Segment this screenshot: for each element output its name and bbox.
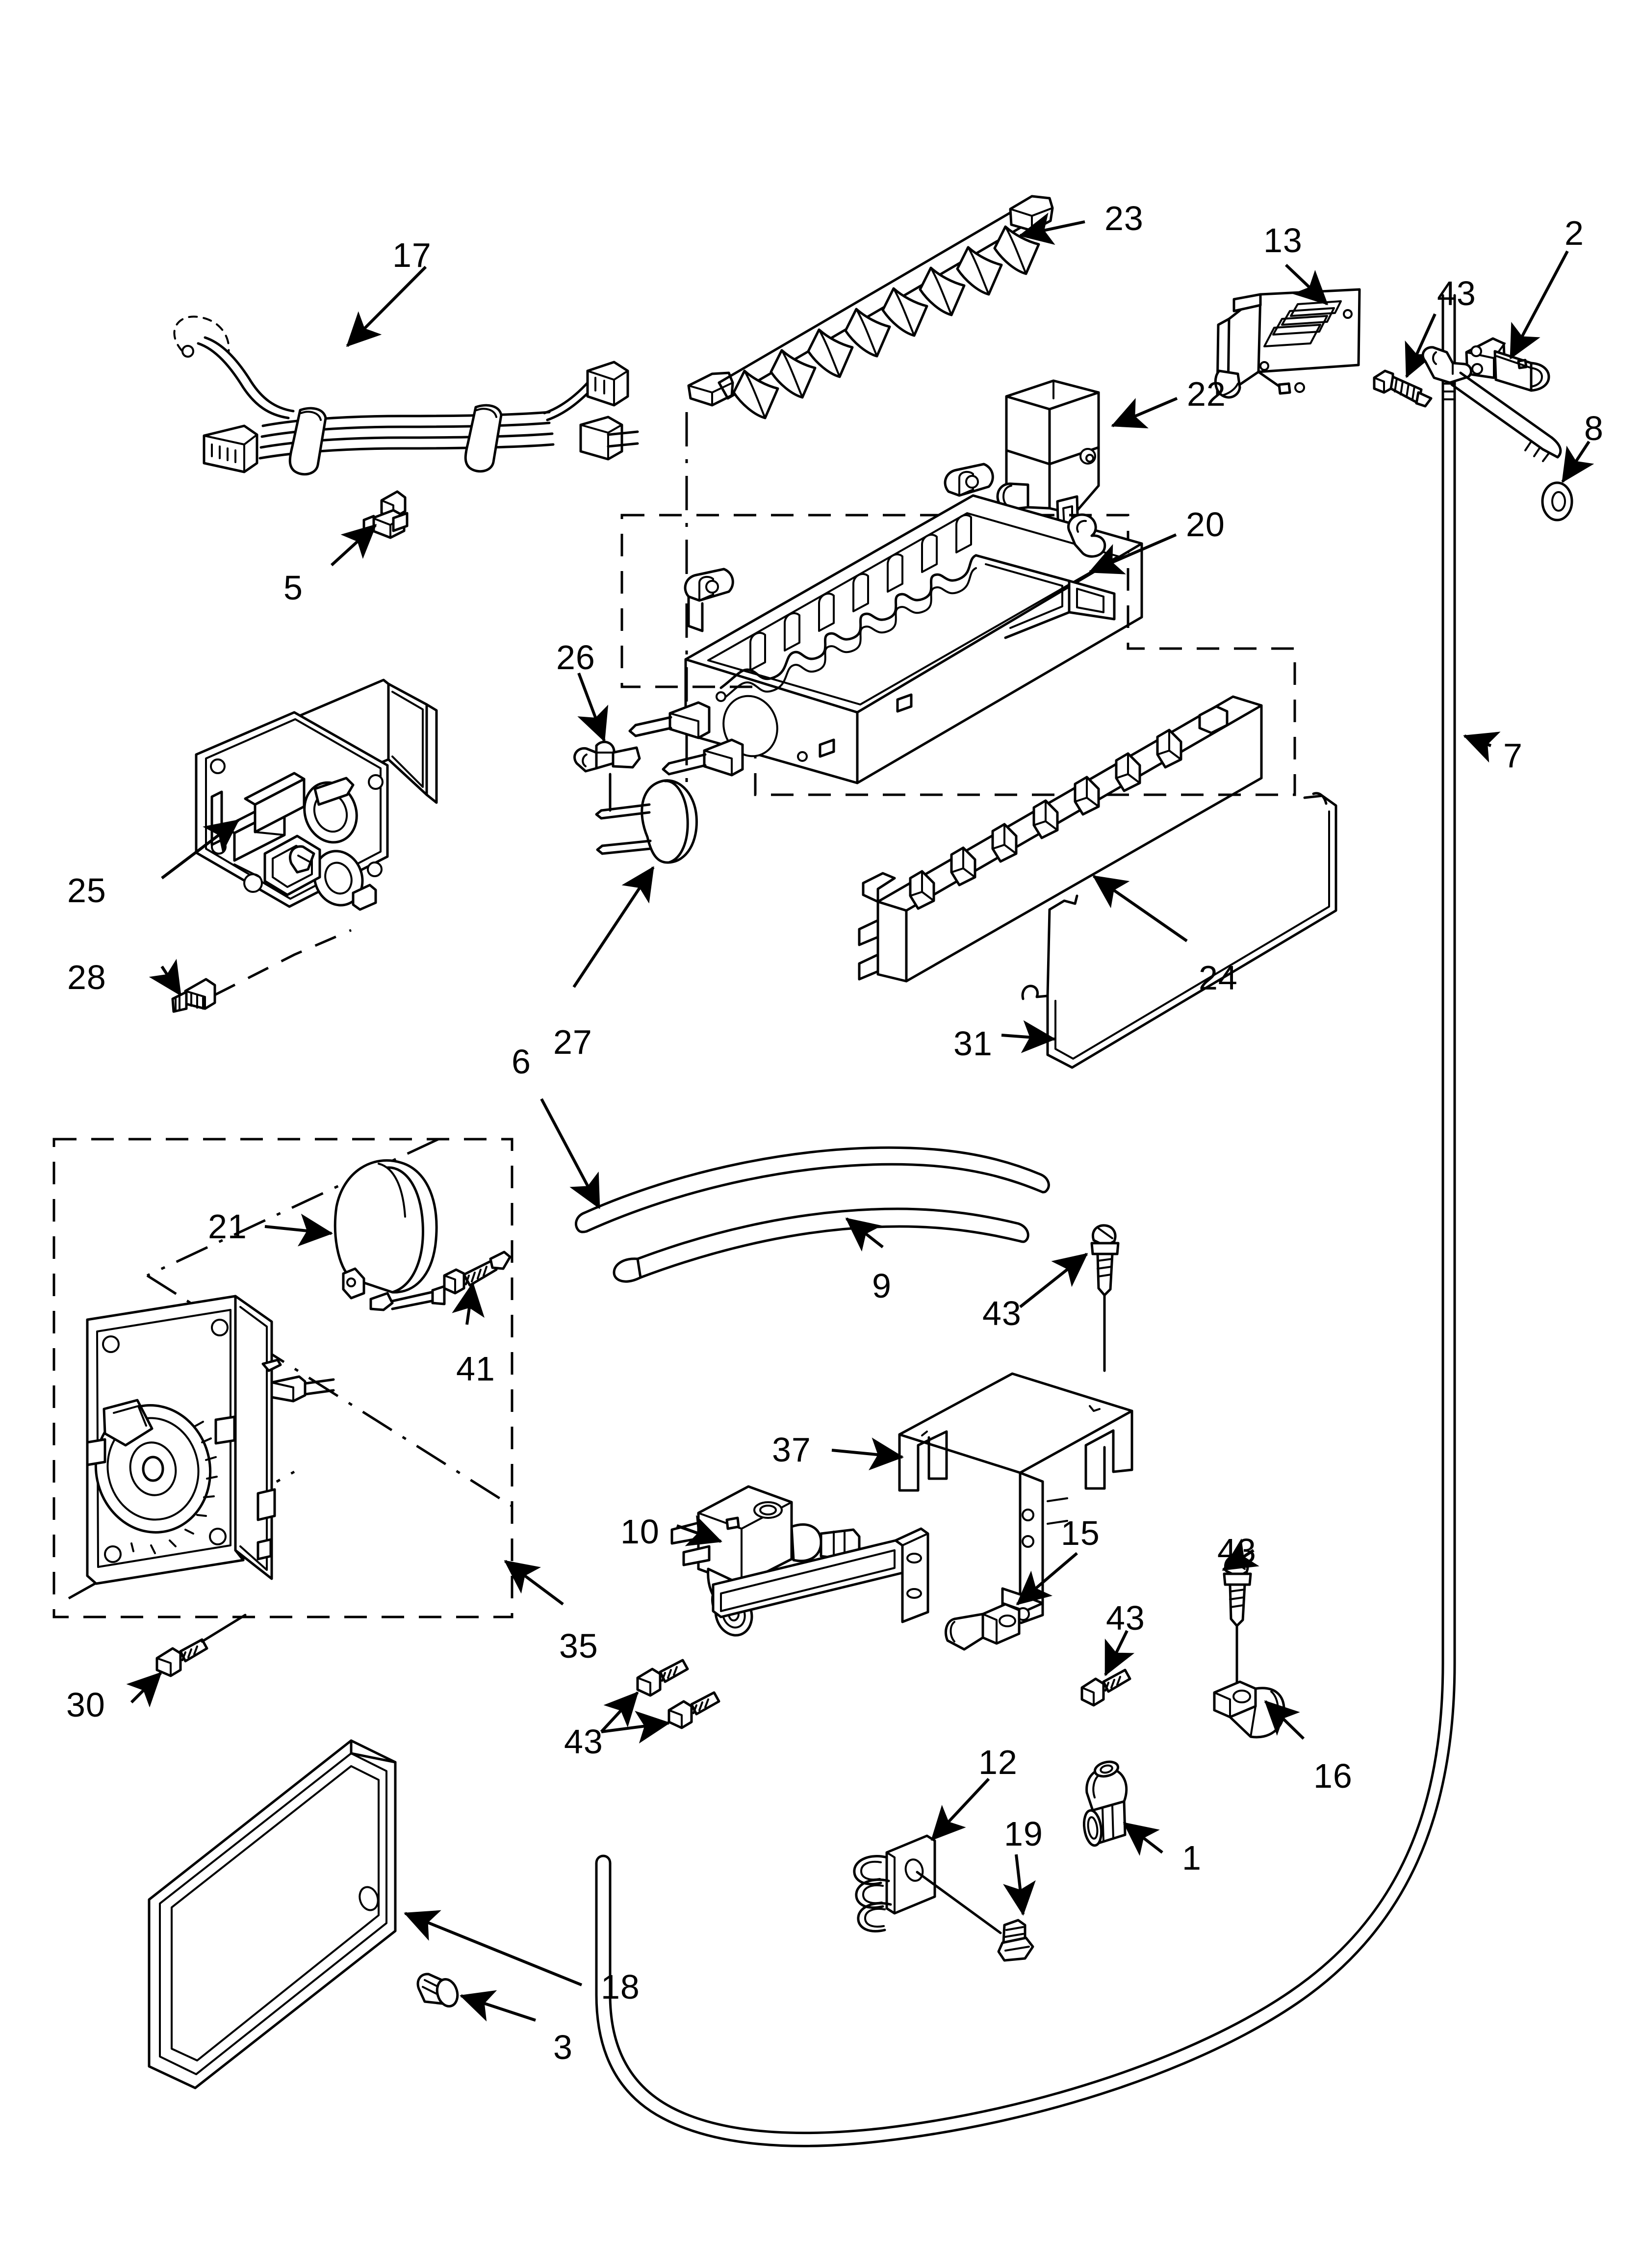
callout-43-valve: 43 bbox=[564, 1722, 603, 1761]
part-water-tube-upper bbox=[575, 1146, 1050, 1233]
part-motor-screw bbox=[443, 1251, 512, 1295]
callout-12: 12 bbox=[978, 1743, 1018, 1781]
part-valve-shield bbox=[898, 1372, 1133, 1624]
callout-21: 21 bbox=[208, 1207, 247, 1246]
part-water-valve bbox=[670, 1485, 929, 1637]
part-washer bbox=[1541, 481, 1573, 521]
callout-19: 19 bbox=[1004, 1815, 1043, 1853]
callout-31: 31 bbox=[953, 1024, 993, 1063]
callout-28: 28 bbox=[67, 958, 106, 996]
part-shutoff-arm bbox=[1021, 792, 1337, 1069]
part-fill-cup bbox=[996, 379, 1100, 537]
part-screw-clamp bbox=[1080, 1668, 1131, 1707]
part-access-cover bbox=[148, 1739, 397, 2089]
callout-23: 23 bbox=[1104, 199, 1144, 237]
callout-24: 24 bbox=[1199, 959, 1238, 997]
callout-30: 30 bbox=[66, 1686, 105, 1724]
part-elbow-fitting bbox=[1082, 1760, 1128, 1847]
callout-43-lower: 43 bbox=[1217, 1532, 1257, 1570]
callout-7: 7 bbox=[1503, 736, 1523, 775]
part-tubing-clip bbox=[853, 1834, 936, 1932]
part-screw-shield bbox=[1090, 1224, 1120, 1372]
callout-43-clamp: 43 bbox=[1106, 1599, 1145, 1637]
callout-8: 8 bbox=[1584, 409, 1604, 447]
callout-10: 10 bbox=[620, 1512, 660, 1551]
callout-22: 22 bbox=[1187, 375, 1226, 413]
part-assembly-screw bbox=[155, 1614, 247, 1677]
part-screw-lower-clamp bbox=[1223, 1555, 1252, 1697]
part-screw-top bbox=[1373, 369, 1433, 408]
part-wiring-harness bbox=[173, 315, 639, 476]
callout-43-shield: 43 bbox=[982, 1294, 1022, 1332]
part-water-tube-lower bbox=[613, 1207, 1029, 1283]
callout-41: 41 bbox=[456, 1350, 495, 1388]
callout-16: 16 bbox=[1313, 1757, 1353, 1795]
callout-25: 25 bbox=[67, 871, 106, 910]
part-vented-cover bbox=[1214, 288, 1361, 399]
callout-5: 5 bbox=[283, 569, 303, 607]
part-ejector-blade bbox=[687, 195, 1054, 419]
callout-13: 13 bbox=[1263, 221, 1303, 260]
callout-9: 9 bbox=[872, 1267, 892, 1305]
part-tube-clamp bbox=[945, 1603, 1021, 1651]
callout-18: 18 bbox=[601, 1968, 640, 2006]
part-module-housing bbox=[195, 678, 438, 911]
callout-27: 27 bbox=[553, 1023, 592, 1061]
part-valve-bracket bbox=[1465, 337, 1550, 392]
callout-2: 2 bbox=[1565, 214, 1584, 252]
assembly-boundary-drive bbox=[52, 1138, 513, 1618]
assembly-boundary-mold bbox=[620, 514, 1296, 796]
callout-26: 26 bbox=[556, 638, 595, 677]
part-mounting-clip bbox=[573, 740, 641, 773]
part-retainer-clip bbox=[362, 490, 409, 539]
callout-15: 15 bbox=[1061, 1514, 1100, 1552]
part-drive-motor bbox=[334, 1159, 446, 1311]
callout-17: 17 bbox=[392, 236, 432, 274]
part-drive-assembly bbox=[86, 1295, 335, 1585]
callout-43-top: 43 bbox=[1437, 274, 1476, 313]
callout-3: 3 bbox=[553, 2028, 573, 2066]
part-water-supply-tube bbox=[595, 294, 1456, 2147]
part-screws-valve bbox=[600, 1659, 720, 1744]
part-inlet-fitting bbox=[1421, 346, 1562, 462]
part-clip-screw bbox=[916, 1871, 1034, 1962]
part-module-screw bbox=[171, 978, 216, 1013]
part-ice-stripper bbox=[858, 695, 1263, 983]
callout-6: 6 bbox=[512, 1043, 531, 1081]
part-plug-rivet bbox=[416, 1973, 459, 2007]
callout-35: 35 bbox=[559, 1627, 598, 1665]
callout-20: 20 bbox=[1186, 505, 1225, 544]
part-thermostat bbox=[595, 773, 698, 864]
callout-1: 1 bbox=[1182, 1839, 1202, 1877]
callout-37: 37 bbox=[772, 1431, 811, 1469]
